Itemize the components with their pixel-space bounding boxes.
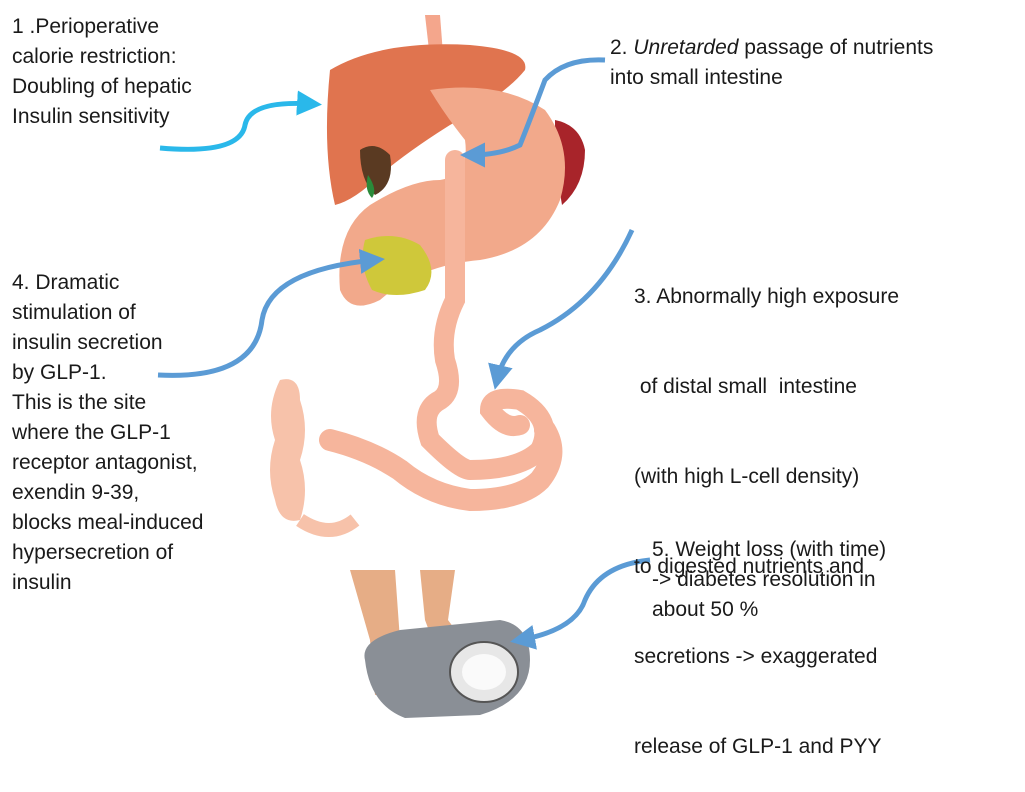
annotation-perioperative: 1 .Perioperative calorie restriction: Do… [12,12,192,132]
annotation-line: blocks meal-induced [12,508,203,538]
annotation-line: Doubling of hepatic [12,72,192,102]
annotation-glp1: 4. Dramatic stimulation of insulin secre… [12,268,203,598]
annotation-line: exendin 9-39, [12,478,203,508]
annotation-line: about 50 % [652,595,886,625]
colon-link [300,520,355,530]
annotation-line: release of GLP-1 and PYY [634,732,899,762]
annotation-line: 4. Dramatic [12,268,203,298]
annotation-line: 1 .Perioperative [12,12,192,42]
annotation-unretarded: 2. Unretarded passage of nutrients into … [610,33,933,93]
annotation-line: -> diabetes resolution in [652,565,886,595]
annotation-line: of distal small intestine [634,372,899,402]
annotation-line: 2. Unretarded passage of nutrients [610,33,933,63]
annotation-line: calorie restriction: [12,42,192,72]
annotation-line: insulin [12,568,203,598]
annotation-line: 5. Weight loss (with time) [652,535,886,565]
annotation-distal: 3. Abnormally high exposure of distal sm… [634,222,899,792]
annotation-line: This is the site [12,388,203,418]
annotation-weight: 5. Weight loss (with time) -> diabetes r… [652,535,886,625]
annotation-line: 3. Abnormally high exposure [634,282,899,312]
arrow-3 [497,230,632,380]
annotation-text: passage of nutrients [738,36,933,59]
colon [270,379,305,521]
annotation-emphasis: Unretarded [633,36,738,59]
annotation-line: Insulin sensitivity [12,102,192,132]
arrow-5 [520,560,650,640]
annotation-line: into small intestine [610,63,933,93]
annotation-number: 2. [610,36,633,59]
annotation-line: insulin secretion [12,328,203,358]
annotation-line: hypersecretion of [12,538,203,568]
bathroom-scale [364,620,530,718]
annotation-line: secretions -> exaggerated [634,642,899,672]
annotation-line: receptor antagonist, [12,448,203,478]
annotation-line: (with high L-cell density) [634,462,899,492]
annotation-line: stimulation of [12,298,203,328]
annotation-line: by GLP-1. [12,358,203,388]
annotation-line: where the GLP-1 [12,418,203,448]
